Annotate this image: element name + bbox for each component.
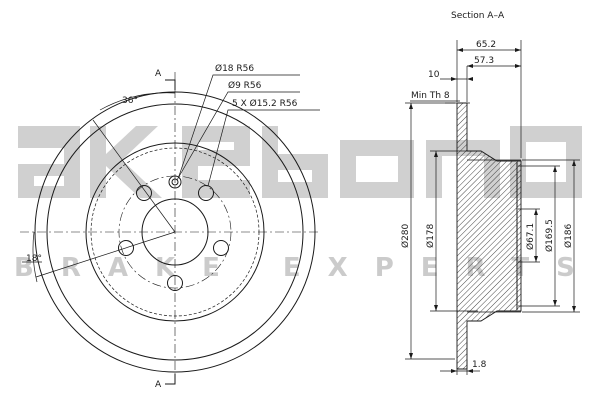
bolt-hole — [213, 240, 229, 256]
arrows-1-8 — [451, 369, 473, 373]
section-mark-bottom: A — [155, 380, 162, 390]
hat-edge-hidden — [90, 147, 260, 317]
arrows-10 — [451, 77, 473, 81]
dim-o67-1: Ø67.1 — [525, 223, 536, 250]
dim-disc-thickness: 10 — [428, 70, 440, 80]
dim-o178: Ø178 — [425, 223, 436, 248]
angle-18-ref-line — [35, 231, 176, 278]
center-bore — [141, 198, 209, 266]
leader-o18 — [178, 74, 300, 177]
angle-36-ref-line — [92, 119, 176, 233]
leader-bolt-holes — [207, 109, 320, 187]
arrows-o671 — [534, 209, 538, 262]
angle-left-label: 18° — [26, 254, 42, 264]
dim-flange: 1.8 — [472, 360, 487, 370]
front-view — [20, 72, 320, 385]
section-mark-top-arrow — [165, 79, 176, 90]
arrows-57-3 — [467, 64, 521, 68]
disc-outer-edge-2 — [46, 103, 304, 361]
bolt-hole — [198, 185, 214, 201]
friction-inner-edge — [85, 142, 265, 322]
dim-o186: Ø186 — [563, 223, 574, 248]
callout-o9: Ø9 R56 — [228, 80, 262, 91]
locating-hole-outer — [168, 175, 182, 189]
dim-hat-depth: 57.3 — [474, 56, 494, 66]
section-view — [405, 40, 580, 375]
leader-o9 — [176, 91, 300, 181]
min-thickness-label: Min Th 8 — [411, 91, 450, 101]
bolt-hole — [136, 185, 152, 201]
angle-18-arc — [32, 231, 38, 283]
section-title: Section A–A — [451, 11, 505, 21]
angle-top-label: 36° — [122, 96, 138, 106]
locating-hole-inner — [171, 178, 179, 186]
section-mark-bottom-arrow — [165, 374, 176, 385]
callout-o18: Ø18 R56 — [215, 63, 254, 74]
disc-outer-edge — [34, 91, 316, 373]
dim-o169-5: Ø169.5 — [544, 219, 555, 252]
bolt-hole — [118, 240, 134, 256]
bolt-hole — [167, 275, 183, 291]
dim-overall-width: 65.2 — [476, 40, 496, 50]
callout-bolt-holes: 5 X Ø15.2 R56 — [232, 98, 298, 109]
dim-o280: Ø280 — [400, 223, 411, 248]
angle-36-arc — [99, 92, 176, 111]
section-mark-top: A — [155, 69, 162, 79]
